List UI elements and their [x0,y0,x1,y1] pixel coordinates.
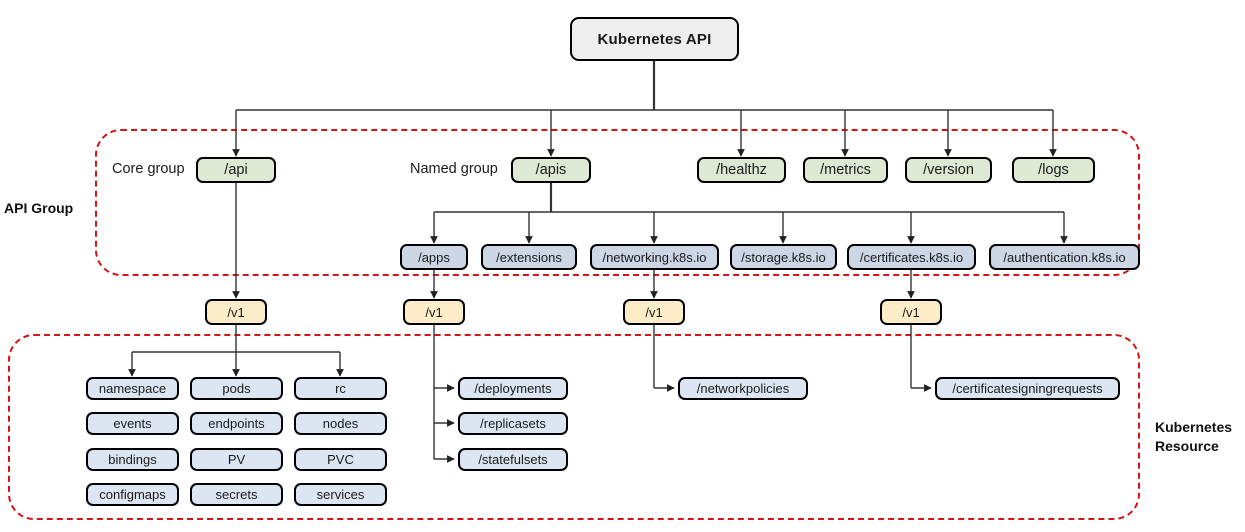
node-version-v1-apps[interactable]: /v1 [403,299,465,325]
node-logs[interactable]: /logs [1012,157,1095,183]
node-resource-bindings[interactable]: bindings [86,448,179,471]
node-group-apps[interactable]: /apps [400,244,468,270]
label-core-group: Core group [112,161,185,177]
node-resource-statefulsets[interactable]: /statefulsets [458,448,568,471]
region-kubernetes-resource [8,334,1140,520]
node-resource-pods[interactable]: pods [190,377,283,400]
label-named-group: Named group [410,161,498,177]
section-label-kubernetes-resource: Kubernetes Resource [1155,418,1232,456]
node-group-certificates[interactable]: /certificates.k8s.io [847,244,976,270]
node-resource-endpoints[interactable]: endpoints [190,412,283,435]
node-group-authentication[interactable]: /authentication.k8s.io [989,244,1140,270]
node-apis[interactable]: /apis [511,157,591,183]
node-resource-events[interactable]: events [86,412,179,435]
node-resource-namespace[interactable]: namespace [86,377,179,400]
node-group-storage[interactable]: /storage.k8s.io [730,244,837,270]
node-kubernetes-api[interactable]: Kubernetes API [570,17,739,61]
node-metrics[interactable]: /metrics [803,157,888,183]
node-healthz[interactable]: /healthz [697,157,786,183]
node-resource-pv[interactable]: PV [190,448,283,471]
node-version-v1-networking[interactable]: /v1 [623,299,685,325]
node-resource-deployments[interactable]: /deployments [458,377,568,400]
region-api-group [95,129,1140,276]
node-version-v1-core[interactable]: /v1 [205,299,267,325]
node-group-networking[interactable]: /networking.k8s.io [590,244,719,270]
node-resource-certificatesigningrequests[interactable]: /certificatesigningrequests [935,377,1120,400]
node-resource-secrets[interactable]: secrets [190,483,283,506]
section-label-line-2: Resource [1155,437,1219,454]
node-resource-pvc[interactable]: PVC [294,448,387,471]
section-label-api-group: API Group [4,200,74,216]
section-label-line-1: Kubernetes [1155,419,1233,435]
node-resource-networkpolicies[interactable]: /networkpolicies [678,377,808,400]
node-resource-services[interactable]: services [294,483,387,506]
node-resource-configmaps[interactable]: configmaps [86,483,179,506]
node-resource-nodes[interactable]: nodes [294,412,387,435]
node-resource-replicasets[interactable]: /replicasets [458,412,568,435]
node-api[interactable]: /api [196,157,276,183]
node-version-v1-certificates[interactable]: /v1 [880,299,942,325]
node-resource-rc[interactable]: rc [294,377,387,400]
node-version[interactable]: /version [905,157,992,183]
node-group-extensions[interactable]: /extensions [481,244,577,270]
